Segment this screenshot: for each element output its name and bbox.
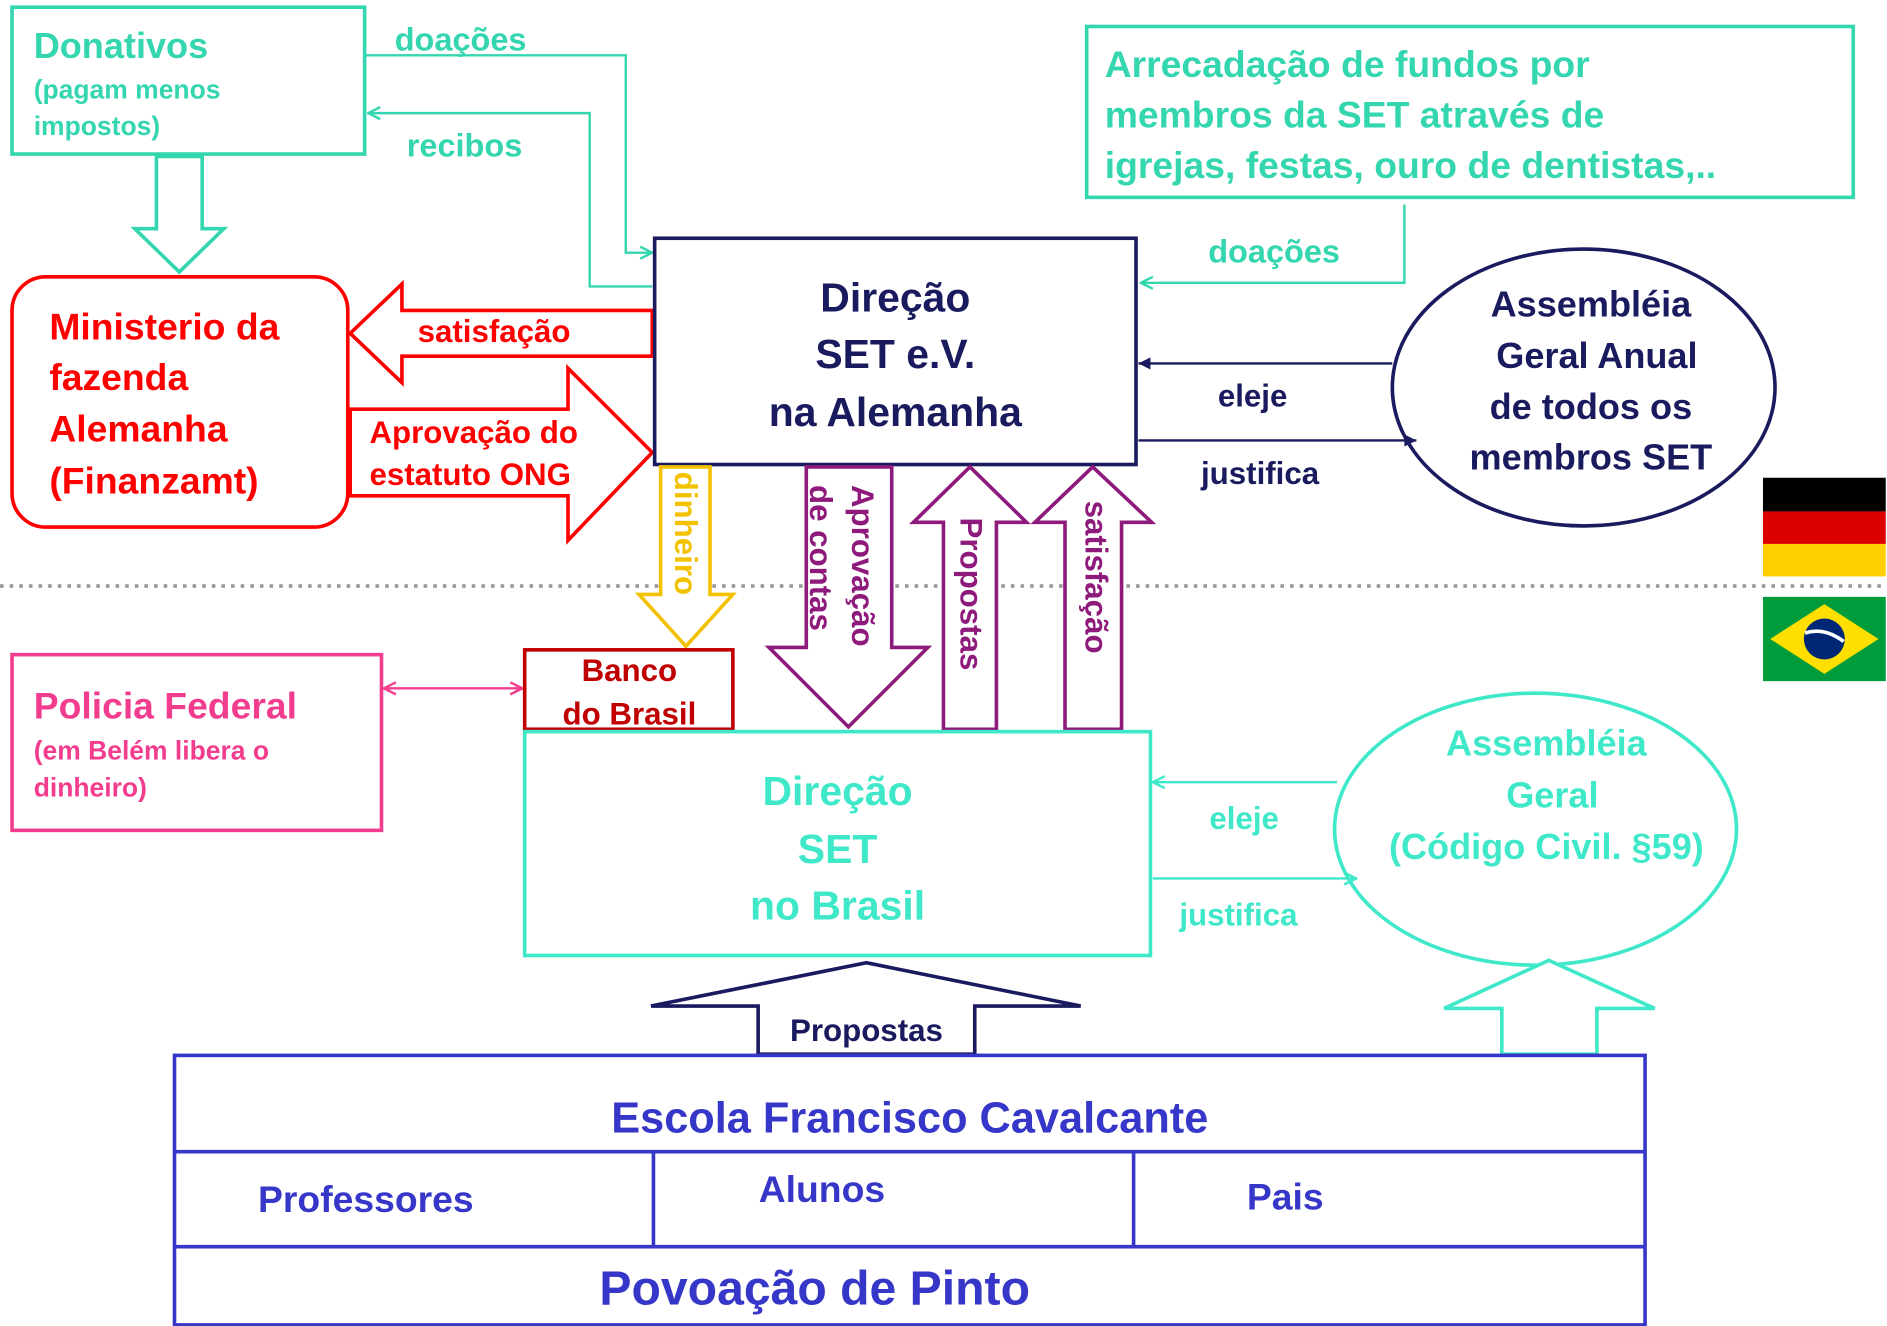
direcao-br-line1: Direção <box>763 768 913 814</box>
assembleia-de-line1: Assembléia <box>1491 283 1693 324</box>
aprovacao-contas-down-arrow <box>764 465 933 730</box>
satisfacao-red-label: satisfação <box>418 314 571 349</box>
direcao-de-line3: na Alemanha <box>769 389 1023 435</box>
aprovacao-contas-line1: Aprovação <box>845 485 880 647</box>
assembleia-alemanha-ellipse: Assembléia Geral Anual de todos os membr… <box>1390 247 1777 528</box>
ministerio-line4: (Finanzamt) <box>49 459 258 501</box>
arrecadacao-line1: Arrecadação de fundos por <box>1105 43 1590 85</box>
assembleia-br-line2: Geral <box>1506 774 1598 815</box>
escola-title: Escola Francisco Cavalcante <box>611 1094 1208 1142</box>
arrecadacao-line2: membros da SET através de <box>1105 94 1605 136</box>
donativos-down-arrow <box>130 154 229 275</box>
escola-povoacao: Povoação de Pinto <box>599 1261 1030 1315</box>
dinheiro-label: dinheiro <box>668 472 703 595</box>
doacoes-arrecadacao-line <box>1141 204 1406 283</box>
assembleia-de-line2: Geral Anual <box>1496 335 1697 376</box>
escola-pais: Pais <box>1247 1175 1324 1217</box>
propostas-vertical-label: Propostas <box>953 517 988 670</box>
arrecadacao-box: Arrecadação de fundos por membros da SET… <box>1084 24 1856 200</box>
direcao-br-line2: SET <box>798 826 878 872</box>
justifica-de-label: justifica <box>1200 456 1320 491</box>
direcao-alemanha-box: Direção SET e.V. na Alemanha <box>652 236 1138 467</box>
elege-br-label: eleje <box>1209 801 1279 836</box>
policia-line2: (em Belém libera o <box>34 735 269 765</box>
banco-line1: Banco <box>582 653 678 688</box>
policia-line3: dinheiro) <box>34 773 147 803</box>
ministerio-line1: Ministerio da <box>49 305 279 347</box>
doacoes-flow-line <box>364 54 653 252</box>
direcao-brasil-box: Direção SET no Brasil <box>522 729 1153 958</box>
satisfacao-up-arrow <box>1030 464 1157 732</box>
recibos-flow-line <box>368 113 653 288</box>
banco-do-brasil-box: Banco do Brasil <box>522 648 735 731</box>
donativos-box: Donativos (pagam menos impostos) <box>10 5 367 156</box>
recibos-label: recibos <box>407 127 523 163</box>
aprovacao-contas-line2: de contas <box>803 485 838 631</box>
doacoes-label-1: doações <box>395 22 527 58</box>
donativos-title: Donativos <box>34 25 208 66</box>
escola-table: Escola Francisco Cavalcante Professores … <box>172 1053 1647 1326</box>
aprovacao-red-line1: Aprovação do <box>369 415 577 450</box>
donativos-sub2: impostos) <box>34 111 160 141</box>
ministerio-line3: Alemanha <box>49 408 228 450</box>
direcao-de-line2: SET e.V. <box>815 331 975 377</box>
propostas-up-arrow <box>908 464 1031 732</box>
aprovacao-red-arrow <box>348 363 655 545</box>
doacoes-label-2: doações <box>1208 233 1340 269</box>
direcao-de-line1: Direção <box>820 275 970 321</box>
elege-de-label: eleje <box>1218 379 1288 414</box>
brazil-flag-icon <box>1762 596 1886 682</box>
escola-alunos: Alunos <box>759 1168 885 1210</box>
escola-assembleia-up-arrow <box>1443 958 1656 1056</box>
direcao-br-line3: no Brasil <box>750 882 925 928</box>
assembleia-br-line1: Assembléia <box>1446 723 1648 764</box>
ministerio-box: Ministerio da fazenda Alemanha (Finanzam… <box>10 274 350 529</box>
policia-line1: Policia Federal <box>34 684 297 726</box>
satisfacao-red-arrow <box>347 279 655 387</box>
arrecadacao-line3: igrejas, festas, ouro de dentistas,.. <box>1105 144 1716 186</box>
aprovacao-red-line2: estatuto ONG <box>369 457 571 492</box>
germany-flag-icon <box>1762 477 1886 577</box>
escola-professores: Professores <box>258 1178 474 1220</box>
propostas-bottom-up-arrow <box>650 960 1082 1056</box>
assembleia-de-line4: membros SET <box>1470 436 1713 477</box>
assembleia-brasil-ellipse: Assembléia Geral (Código Civil. §59) <box>1332 691 1739 967</box>
justifica-br-label: justifica <box>1178 897 1298 932</box>
assembleia-br-line3: (Código Civil. §59) <box>1389 826 1704 867</box>
policia-federal-box: Policia Federal (em Belém libera o dinhe… <box>10 652 384 833</box>
banco-line2: do Brasil <box>562 696 696 731</box>
donativos-sub1: (pagam menos <box>34 75 221 105</box>
assembleia-de-line3: de todos os <box>1490 386 1693 427</box>
propostas-bottom-label: Propostas <box>790 1013 943 1048</box>
ministerio-line2: fazenda <box>49 356 188 398</box>
dinheiro-down-arrow <box>634 465 737 649</box>
satisfacao-vertical-label: satisfação <box>1078 501 1113 654</box>
